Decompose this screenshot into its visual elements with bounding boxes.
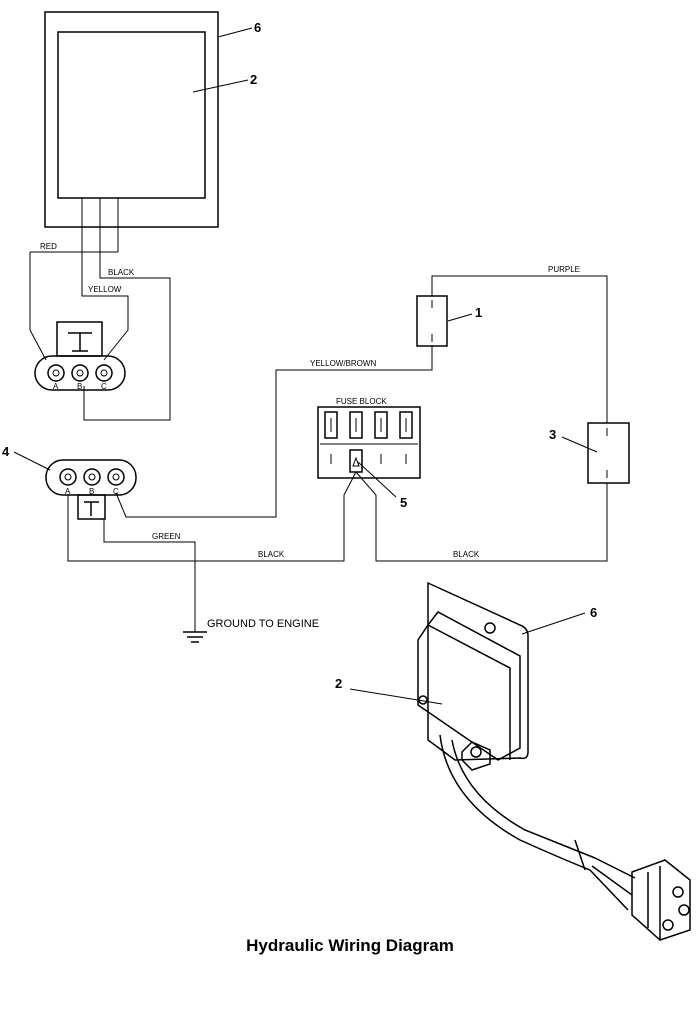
controller-assembly-illustration: 6 2 bbox=[335, 581, 691, 941]
callout-1: 1 bbox=[475, 305, 482, 320]
wire-label-black-bottom-right: BLACK bbox=[453, 550, 480, 559]
upper-pin-label-c: C bbox=[101, 382, 107, 391]
callout-6-photo: 6 bbox=[590, 605, 597, 620]
wire-label-green: GREEN bbox=[152, 532, 181, 541]
callout-6-top: 6 bbox=[254, 20, 261, 35]
photo-mounting-plate bbox=[427, 581, 529, 761]
fuse-4 bbox=[399, 411, 413, 439]
callout-5: 5 bbox=[400, 495, 407, 510]
fuse-3 bbox=[374, 411, 388, 439]
wire-label-yellow: YELLOW bbox=[88, 285, 122, 294]
connector-4-pin-b bbox=[83, 468, 101, 486]
wire-label-black-top: BLACK bbox=[108, 268, 135, 277]
photo-controller-body bbox=[417, 611, 521, 761]
connector-4-pin-a bbox=[59, 468, 77, 486]
upper-pin-label-a: A bbox=[53, 382, 59, 391]
connector-4-pin-label-a: A bbox=[65, 487, 71, 496]
fuse-slot-5 bbox=[349, 449, 363, 473]
photo-plug bbox=[631, 859, 691, 941]
upper-pin-c bbox=[95, 364, 113, 382]
wire-label-purple: PURPLE bbox=[548, 265, 580, 274]
wire-label-red: RED bbox=[40, 242, 57, 251]
ground-symbol bbox=[183, 631, 207, 643]
fuse-block-label: FUSE BLOCK bbox=[336, 397, 387, 406]
upper-pin-a bbox=[47, 364, 65, 382]
callout-3: 3 bbox=[549, 427, 556, 442]
upper-connector bbox=[34, 355, 126, 391]
diagram-title: Hydraulic Wiring Diagram bbox=[246, 936, 454, 955]
fuse-2 bbox=[349, 411, 363, 439]
switch-3 bbox=[587, 422, 630, 484]
wire-label-yellow-brown: YELLOW/BROWN bbox=[310, 359, 376, 368]
controller-box bbox=[57, 31, 206, 199]
fuse-1 bbox=[324, 411, 338, 439]
upper-pin-label-b: B bbox=[77, 382, 82, 391]
wire-label-black-bottom-left: BLACK bbox=[258, 550, 285, 559]
callout-2-top: 2 bbox=[250, 72, 257, 87]
ground-label: GROUND TO ENGINE bbox=[207, 618, 319, 630]
fuse-block bbox=[317, 406, 421, 479]
connector-4-pin-label-c: C bbox=[113, 487, 119, 496]
connector-4-latch bbox=[77, 494, 106, 520]
connector-4-pin-c bbox=[107, 468, 125, 486]
connector-4-pin-label-b: B bbox=[89, 487, 94, 496]
callout-4: 4 bbox=[2, 444, 10, 459]
upper-pin-b bbox=[71, 364, 89, 382]
mounting-plate bbox=[44, 11, 219, 228]
callout-2-photo: 2 bbox=[335, 676, 342, 691]
